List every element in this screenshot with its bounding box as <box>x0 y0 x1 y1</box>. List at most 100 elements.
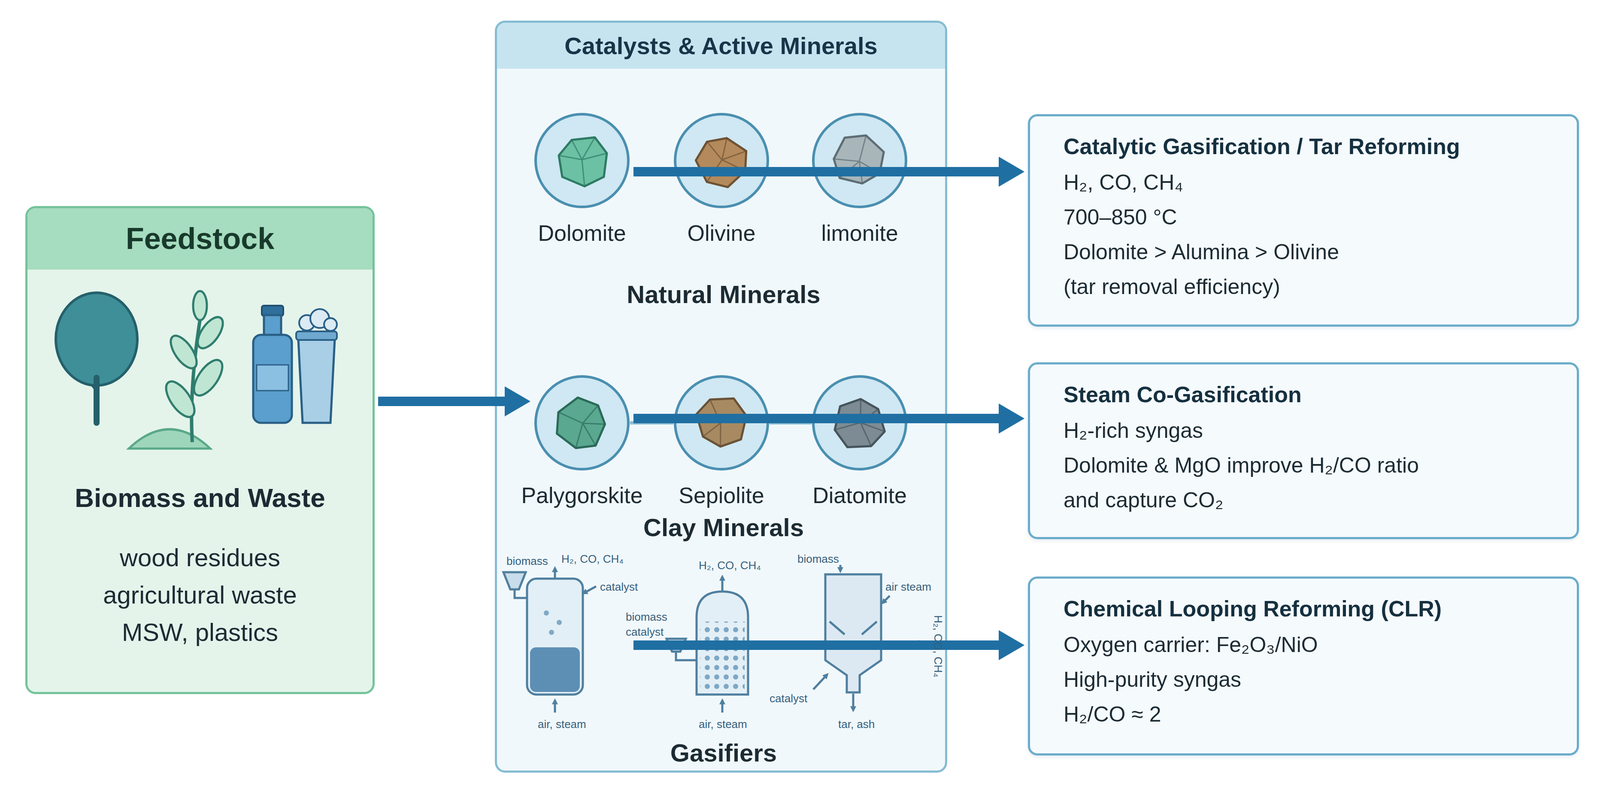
gasifier-drawings <box>503 564 920 713</box>
fixed-bed-gasifier <box>503 570 597 713</box>
process-box: Steam Co-GasificationH₂-rich syngasDolom… <box>1027 362 1579 540</box>
circle-outline <box>675 114 768 207</box>
flow-arrow <box>378 396 509 407</box>
feedstock-icons <box>253 334 292 423</box>
circle-outline <box>533 374 631 471</box>
circle-outline <box>533 112 631 209</box>
clay-circle: Diatomite <box>790 374 929 509</box>
box-body-text: Dolomite & MgO improve H₂/CO ratio <box>1063 448 1556 483</box>
feedstock-icons <box>256 364 289 391</box>
mineral-picture <box>547 389 614 456</box>
fixed-bed-gasifier <box>556 619 562 625</box>
fixed-bed-gasifier <box>548 629 555 635</box>
entrained-flow-gasifier <box>829 621 877 635</box>
feedstock-icons <box>299 315 315 331</box>
mineral-picture <box>558 137 607 187</box>
connector-line <box>630 421 674 425</box>
process-box: Chemical Looping Reforming (CLR)Oxygen c… <box>1027 576 1579 756</box>
clay-circle: Palygorskite <box>513 374 651 509</box>
entrained-flow-gasifier <box>839 564 842 569</box>
feedstock-icons <box>160 376 200 422</box>
fixed-bed-gasifier <box>530 647 580 692</box>
mineral-picture <box>687 127 756 197</box>
feedstock-icons <box>80 359 113 423</box>
gasifier-label: catalyst <box>625 625 664 639</box>
mineral-name: Diatomite <box>790 482 929 509</box>
feedstock-icons <box>55 290 337 449</box>
box-body-text: H₂-rich syngas <box>1063 413 1556 449</box>
fixed-bed-gasifier <box>554 703 557 713</box>
mineral-picture <box>830 395 888 452</box>
connector-line <box>769 421 812 425</box>
box-body-text: H₂, CO, CH₄ <box>1063 165 1556 200</box>
fixed-bed-gasifier <box>543 610 549 616</box>
box-body-text: Dolomite > Alumina > Olivine <box>1063 234 1556 270</box>
box-body-text: (tar removal efficiency) <box>1063 269 1556 305</box>
mineral-name: Olivine <box>652 220 791 247</box>
fluidized-bed-gasifier <box>721 579 724 592</box>
circle-outline <box>535 376 629 470</box>
group-heading: Gasifiers <box>670 738 777 768</box>
gasifier-label: tar, ash <box>838 718 875 731</box>
mineral-picture <box>694 393 752 450</box>
box-body-text: wood residues agricultural waste MSW, pl… <box>79 538 321 651</box>
entrained-flow-gasifier <box>881 642 920 645</box>
feedstock-icons <box>310 309 330 328</box>
feedstock-icons <box>191 309 202 443</box>
fixed-bed-gasifier <box>585 586 597 592</box>
feedstock-icons <box>261 305 284 316</box>
gasifier-label: H₂, CO, CH₄ <box>698 559 761 573</box>
gasifier-label: H₂, CO, CH₄ <box>931 615 945 678</box>
fixed-bed-gasifier <box>527 578 583 695</box>
entrained-flow-gasifier <box>825 574 882 693</box>
box-heading: Catalytic Gasification / Tar Reforming <box>1063 133 1556 160</box>
gasifier-label: biomass <box>506 554 549 568</box>
mineral-picture <box>694 393 752 450</box>
feedstock-icons <box>165 331 202 373</box>
box-heading: Feedstock <box>27 208 373 270</box>
mineral-name: Sepiolite <box>652 482 791 509</box>
fluidized-bed-gasifier <box>675 651 697 661</box>
mineral-picture <box>547 389 614 456</box>
mineral-picture <box>828 127 891 191</box>
feedstock-icons <box>93 377 100 423</box>
mineral-picture <box>828 127 891 191</box>
mineral-circle: limonite <box>790 112 929 247</box>
fixed-bed-gasifier <box>514 589 528 598</box>
circle-outline <box>673 112 770 209</box>
feedstock-icons <box>324 318 337 331</box>
box-body-text: 700–850 °C <box>1063 200 1556 235</box>
circle-outline <box>813 114 907 207</box>
catalyst-panel: Catalysts & Active MineralsDolomiteOlivi… <box>494 20 948 773</box>
feedstock-box: FeedstockBiomass and Wastewood residues … <box>25 206 375 694</box>
flow-arrow <box>633 640 1003 650</box>
circle-outline <box>811 374 908 471</box>
fluidized-bed-gasifier <box>666 638 686 652</box>
mineral-picture <box>558 137 607 187</box>
fluidized-bed-gasifier <box>666 579 749 713</box>
circle-outline <box>673 374 770 471</box>
fluidized-bed-gasifier <box>696 591 749 695</box>
entrained-flow-gasifier <box>884 595 890 601</box>
fixed-bed-gasifier <box>554 570 557 579</box>
feedstock-icons <box>193 312 228 353</box>
feedstock-icons <box>188 355 228 400</box>
mineral-picture <box>687 127 756 197</box>
box-body-text: High-purity syngas <box>1063 662 1556 697</box>
mineral-picture <box>687 127 756 197</box>
feedstock-icons <box>193 290 207 321</box>
gasifier-label: air, steam <box>537 718 587 731</box>
process-box: Catalytic Gasification / Tar ReformingH₂… <box>1027 114 1579 327</box>
gasifier-label: air, steam <box>698 718 748 731</box>
mineral-circle: Olivine <box>652 112 791 247</box>
entrained-flow-gasifier <box>852 693 855 708</box>
fixed-bed-gasifier <box>503 572 526 590</box>
circle-outline <box>811 112 908 209</box>
box-heading: Steam Co-Gasification <box>1063 381 1556 408</box>
box-heading: Catalysts & Active Minerals <box>496 22 946 69</box>
feedstock-icons <box>263 315 282 336</box>
mineral-circle: Dolomite <box>513 112 651 247</box>
feedstock-icons <box>55 292 138 386</box>
gasifier-label: biomass <box>797 552 840 566</box>
